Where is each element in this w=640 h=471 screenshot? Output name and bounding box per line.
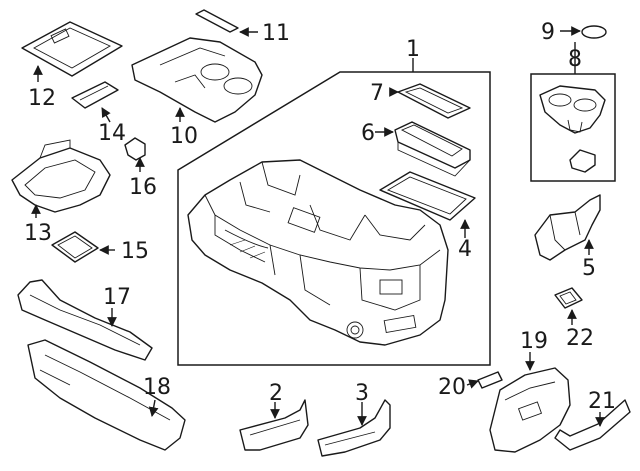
clip-part (124, 137, 146, 161)
callout-21: 21 (588, 389, 616, 414)
console-body-part (187, 159, 449, 346)
rear-panel-part (489, 367, 571, 453)
callout-12: 12 (28, 86, 56, 111)
callout-1: 1 (406, 37, 420, 62)
callout-5: 5 (582, 256, 596, 281)
callout-15: 15 (121, 239, 149, 264)
callout-16: 16 (129, 175, 157, 200)
callout-14: 14 (98, 121, 126, 146)
callout-8: 8 (568, 47, 582, 72)
callout-4: 4 (458, 237, 472, 262)
side-trim-part (17, 279, 153, 361)
callout-6: 6 (361, 121, 375, 146)
callout-13: 13 (24, 221, 52, 246)
trim-strip-part (195, 9, 239, 33)
callout-7: 7 (370, 81, 384, 106)
cup-holder-clip-part (569, 149, 596, 173)
callout-9: 9 (541, 20, 555, 45)
console-assembly-frame (177, 71, 491, 366)
lower-bracket-right-part (317, 399, 391, 457)
callout-17: 17 (103, 285, 131, 310)
leader-lines (31, 26, 605, 427)
switch-part (554, 287, 583, 309)
cup-holder-part (539, 85, 606, 134)
console-tray-part (394, 121, 471, 177)
callout-22: 22 (566, 326, 594, 351)
callout-18: 18 (143, 375, 171, 400)
callout-11: 11 (262, 21, 290, 46)
callout-19: 19 (520, 329, 548, 354)
bin-mat-part (51, 231, 99, 263)
pad-part (477, 371, 503, 389)
lower-panel-part (27, 339, 186, 451)
lid-part (21, 21, 123, 77)
cup-holder-frame (530, 73, 616, 182)
lower-bracket-left-part (239, 399, 309, 451)
top-panel-part (131, 37, 263, 123)
side-bracket-part (534, 194, 601, 261)
tray-mat-part (397, 83, 471, 119)
cap-part (581, 25, 607, 39)
callout-20: 20 (438, 375, 466, 400)
storage-bin-part (11, 139, 111, 213)
callout-2: 2 (269, 381, 283, 406)
lid-insert-part (71, 81, 119, 109)
console-mat-part (379, 171, 476, 221)
callout-3: 3 (355, 381, 369, 406)
trim-bar-part (554, 399, 631, 451)
callout-10: 10 (170, 124, 198, 149)
